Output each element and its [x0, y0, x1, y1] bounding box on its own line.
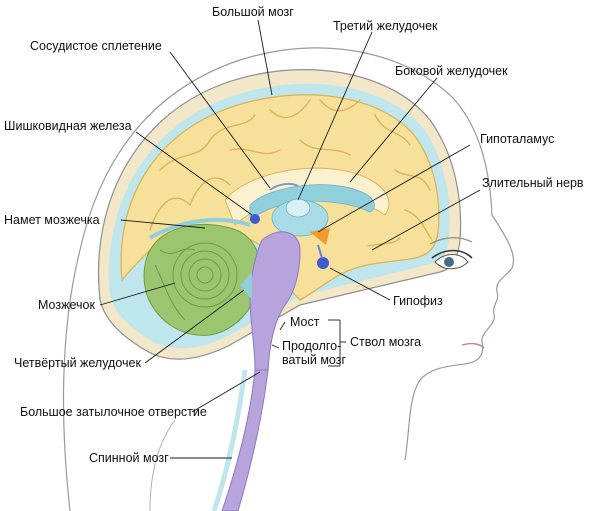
label-cerebrum: Большой мозг [212, 5, 294, 19]
label-optic-nerve: Злительный нерв [482, 176, 584, 190]
hypothalamus-shape [310, 228, 330, 245]
label-pons: Мост [290, 315, 320, 329]
label-tentorium: Намет мозжечка [4, 213, 100, 227]
pituitary-shape [317, 257, 329, 269]
lateral-ventricle-shape [249, 184, 375, 221]
eyelid [431, 249, 473, 259]
label-hypothalamus: Гипоталамус [480, 132, 554, 146]
label-fourth-ventricle: Четвёртый желудочек [14, 356, 141, 370]
eyebrow [429, 237, 473, 245]
brainstem-shape [249, 231, 301, 371]
optic-nerve-shape [329, 237, 401, 254]
label-cerebellum: Мозжечок [38, 298, 95, 312]
neck-outline [149, 419, 176, 511]
pituitary-stalk [317, 244, 323, 259]
tentorium-shape [148, 217, 251, 240]
head-outline [62, 47, 514, 511]
label-medulla-2: ватый мозг [282, 353, 346, 367]
label-choroid-plexus: Сосудистое сплетение [30, 39, 162, 53]
label-foramen-magnum: Большое затылочное отверстие [20, 405, 207, 419]
label-spinal-cord: Спинной мозг [89, 451, 169, 465]
cerebellum-folia [154, 242, 238, 321]
choroid-plexus-shape [269, 182, 299, 191]
lips [461, 342, 485, 349]
spinal-cord-shape [221, 369, 269, 511]
leader-lines [99, 19, 481, 459]
iris [444, 257, 454, 267]
label-pituitary: Гипофиз [393, 294, 443, 308]
fourth-ventricle-shape [240, 272, 252, 300]
spinal-csf [211, 369, 248, 511]
label-third-ventricle: Третий желудочек [333, 19, 438, 33]
label-pineal-gland: Шишковидная железа [4, 119, 132, 133]
thalamus [285, 198, 311, 218]
label-lateral-ventricle: Боковой желудочек [395, 64, 508, 78]
label-brainstem: Ствол мозга [350, 335, 421, 349]
label-medulla-1: Продолго- [282, 339, 341, 353]
pineal-shape [250, 214, 260, 224]
cerebellum-shape [143, 223, 261, 336]
